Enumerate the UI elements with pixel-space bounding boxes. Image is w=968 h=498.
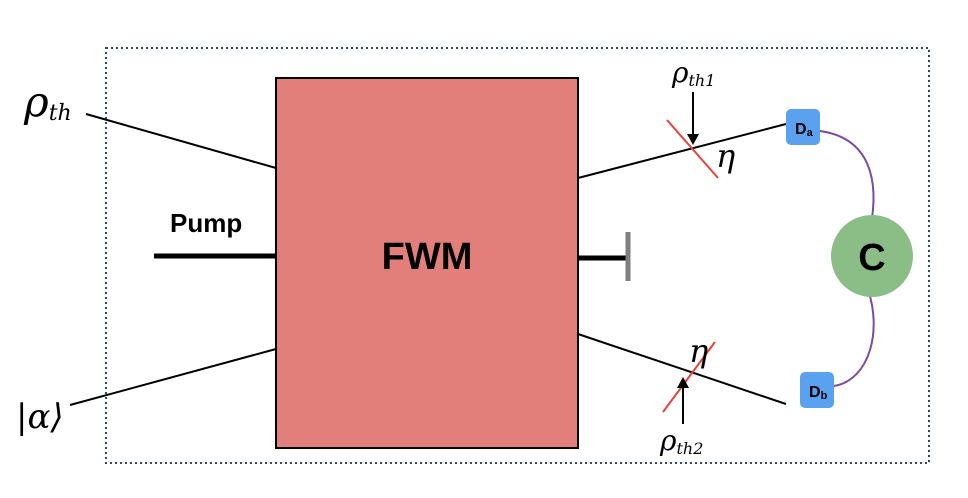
noise-arrow-bottom-head — [677, 377, 689, 388]
detector-b — [800, 372, 834, 408]
pump-label: Pump — [170, 208, 242, 238]
eta-top-label: η — [716, 137, 735, 175]
wire-da-to-c — [819, 130, 875, 231]
detector-a — [786, 109, 820, 145]
output-beam-top — [577, 123, 787, 179]
noise-arrow-top-head — [687, 134, 699, 145]
rho-th2-label: ρth2 — [659, 424, 703, 458]
thermal-input-label: ρth — [23, 77, 72, 126]
beam-splitter-bottom — [662, 341, 716, 413]
coincidence-counter — [831, 215, 913, 297]
detector-b-label: Db — [809, 384, 828, 402]
coherent-input-beam — [69, 348, 277, 406]
thermal-input-beam — [85, 113, 277, 169]
coherent-input-label: |α⟩ — [16, 397, 64, 437]
dotted-frame — [105, 47, 930, 464]
fwm-label: FWM — [382, 236, 473, 278]
coincidence-label: C — [858, 237, 885, 279]
output-beam-bottom — [577, 333, 787, 405]
beam-splitter-top — [666, 119, 719, 179]
wire-db-to-c — [833, 289, 875, 387]
detector-a-label: Da — [795, 121, 814, 139]
rho-th1-label: ρth1 — [671, 56, 715, 90]
fwm-box — [275, 77, 579, 449]
eta-bottom-label: η — [689, 332, 708, 370]
